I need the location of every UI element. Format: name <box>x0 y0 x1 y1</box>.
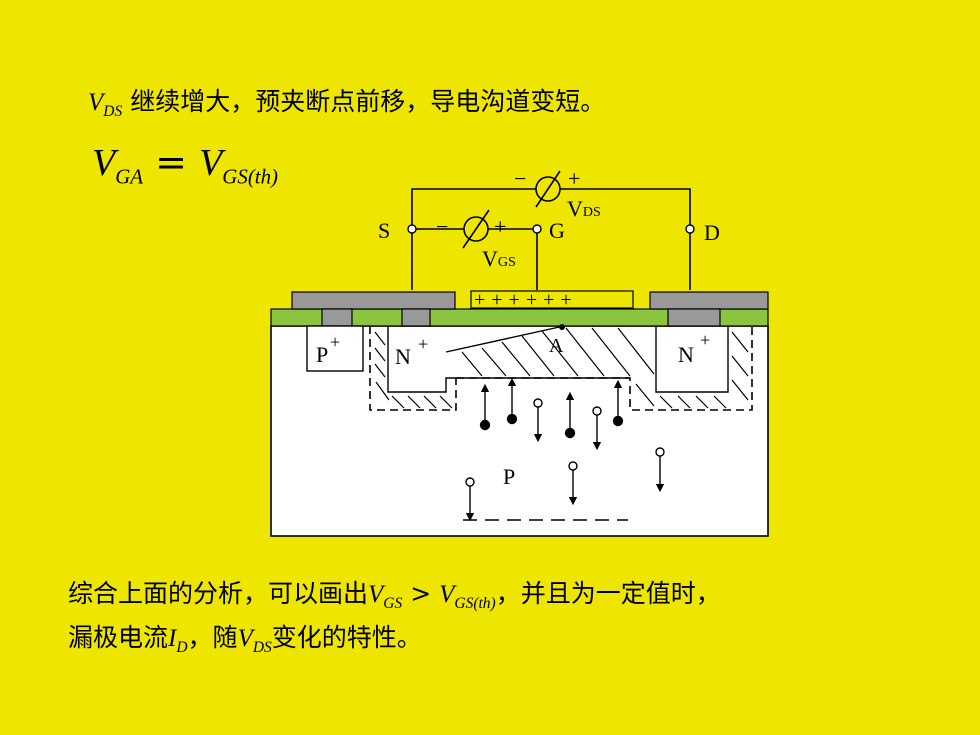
electron <box>479 419 491 431</box>
summary-vds-sub: DS <box>252 639 272 656</box>
summary-gt: > <box>402 579 440 608</box>
vgs-meter-plus: + <box>494 214 506 239</box>
hole <box>568 461 578 471</box>
gate-electrode <box>470 290 634 309</box>
summary-line2-mid: ，随 <box>187 623 238 652</box>
p-plus-plus: + <box>330 332 340 352</box>
p-plus-contact <box>321 308 353 327</box>
summary-vgs: V <box>368 581 384 608</box>
vds-meter-needle <box>535 170 561 208</box>
vds-meter-var: V <box>567 196 583 221</box>
summary-line2-post: 变化的特性。 <box>271 623 422 652</box>
holes <box>465 398 665 522</box>
formula-rhs-sub: GS(th) <box>222 164 278 189</box>
n-drain-label: N <box>678 342 694 367</box>
title-line: VDS 继续增大，预夹断点前移，导电沟道变短。 <box>88 82 605 121</box>
vgs-meter-minus: − <box>436 214 448 239</box>
p-plus-region <box>306 325 364 372</box>
depletion-hatching <box>374 327 749 409</box>
terminal-d-node <box>685 224 695 234</box>
vgs-meter-label: VGS <box>482 246 516 271</box>
drain-metal <box>649 291 769 310</box>
channel-edge <box>445 325 565 353</box>
depletion-right <box>456 326 753 411</box>
terminal-s-label: S <box>378 218 390 243</box>
formula-lhs-sub: GA <box>115 164 144 189</box>
formula-rhs: V <box>199 142 223 184</box>
title-var: V <box>88 89 104 116</box>
summary-id-sub: D <box>176 639 188 656</box>
summary-line-1: 综合上面的分析，可以画出VGS > VGS(th)，并且为一定值时， <box>68 574 721 613</box>
terminal-g-label: G <box>549 218 565 243</box>
terminal-s-node <box>407 224 417 234</box>
vds-meter-label: VDS <box>567 196 601 221</box>
hole <box>655 447 665 457</box>
n-drain-plus: + <box>700 330 710 350</box>
n-source-boundary <box>387 326 630 393</box>
title-text: 继续增大，预夹断点前移，导电沟道变短。 <box>130 87 606 116</box>
p-plus-label: P <box>316 342 328 367</box>
electrons <box>479 377 624 439</box>
summary-line-2: 漏极电流ID，随VDS变化的特性。 <box>68 618 422 657</box>
drain-contact <box>667 308 721 327</box>
hole <box>592 406 602 416</box>
formula: VGA = VGS(th) <box>92 140 278 190</box>
formula-lhs: V <box>92 142 116 184</box>
hole <box>533 398 543 408</box>
summary-line2-pre: 漏极电流 <box>68 623 169 652</box>
vgs-meter-needle <box>462 209 490 249</box>
vgs-meter: − + VGS <box>436 209 516 271</box>
point-a-label: A <box>549 335 564 357</box>
vgs-meter-var-sub: GS <box>498 255 516 270</box>
n-source-plus: + <box>418 334 428 354</box>
terminal-d-label: D <box>704 220 720 245</box>
n-drain-boundary <box>655 326 729 393</box>
n-source-label: N <box>395 344 411 369</box>
oxide-layer <box>270 308 769 327</box>
vgs-meter-var: V <box>482 246 498 271</box>
vds-meter-minus: − <box>514 166 526 191</box>
electron <box>612 415 624 427</box>
vds-meter-plus: + <box>568 166 580 191</box>
formula-op: = <box>143 140 200 184</box>
electron <box>564 427 576 439</box>
source-contact <box>401 308 431 327</box>
summary-vds: V <box>237 625 253 652</box>
pinch-off-point <box>559 324 565 330</box>
vds-meter: − + VDS <box>514 166 601 221</box>
source-metal <box>291 291 456 310</box>
summary-id: I <box>168 625 177 652</box>
summary-vth: V <box>439 581 455 608</box>
summary-line1-pre: 综合上面的分析，可以画出 <box>68 579 369 608</box>
gate-charges: ++++++ <box>474 289 578 311</box>
summary-vth-sub: GS(th) <box>454 595 496 612</box>
substrate-label: P <box>503 464 515 489</box>
summary-line1-post: ，并且为一定值时， <box>495 579 721 608</box>
hole <box>465 477 475 487</box>
terminals <box>407 224 695 234</box>
depletion-left <box>369 326 457 411</box>
title-var-sub: DS <box>103 103 123 120</box>
summary-vgs-sub: GS <box>383 595 403 612</box>
vds-meter-var-sub: DS <box>583 205 601 220</box>
electron <box>506 413 518 425</box>
terminal-g-node <box>532 224 542 234</box>
